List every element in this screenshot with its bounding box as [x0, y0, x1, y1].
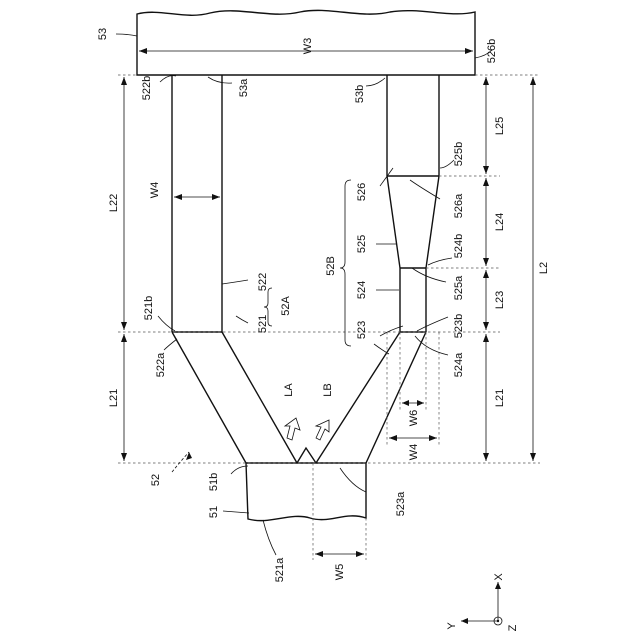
labels: 53 W3 526b 522b 53a 53b L25 525b W4 L22 …	[97, 28, 550, 631]
label-axis-z: Z	[507, 624, 519, 631]
label-525: 525	[356, 235, 368, 253]
label-51: 51	[208, 506, 220, 518]
label-52B: 52B	[325, 256, 337, 276]
label-51b: 51b	[208, 473, 220, 491]
label-526: 526	[356, 183, 368, 201]
label-52: 52	[150, 474, 162, 486]
braces	[264, 180, 351, 346]
label-w4-bottom: W4	[408, 444, 420, 461]
label-l21-left: L21	[108, 389, 120, 407]
dimension-lines	[121, 77, 536, 557]
label-525a: 525a	[453, 275, 465, 300]
label-w3: W3	[302, 38, 314, 55]
label-524a: 524a	[453, 352, 465, 377]
label-522a: 522a	[155, 352, 167, 377]
label-l23: L23	[494, 291, 506, 309]
arrow-la	[285, 418, 300, 440]
label-52A: 52A	[280, 296, 292, 316]
label-522b: 522b	[141, 76, 153, 100]
label-l24: L24	[494, 213, 506, 231]
label-53: 53	[97, 28, 109, 40]
label-w5: W5	[334, 564, 346, 581]
arrow-lb	[316, 420, 329, 440]
label-524b: 524b	[453, 234, 465, 258]
label-l25: L25	[494, 117, 506, 135]
label-526b: 526b	[486, 39, 498, 63]
label-521: 521	[257, 315, 269, 333]
label-la: LA	[283, 383, 295, 397]
label-521a: 521a	[274, 557, 286, 582]
coordinate-axes	[461, 582, 502, 625]
label-523b: 523b	[453, 314, 465, 338]
branch-arms	[172, 332, 426, 463]
label-lb: LB	[322, 383, 334, 396]
label-523a: 523a	[395, 491, 407, 516]
label-526a: 526a	[453, 193, 465, 218]
label-l22: L22	[108, 194, 120, 212]
label-524: 524	[356, 281, 368, 299]
label-521b: 521b	[143, 296, 155, 320]
waveguide-52A	[172, 75, 222, 332]
label-axis-y: Y	[446, 622, 458, 630]
label-w4-top: W4	[149, 182, 161, 199]
label-w6: W6	[408, 410, 420, 427]
label-522: 522	[257, 273, 269, 291]
block-51	[246, 463, 366, 560]
label-525b: 525b	[453, 142, 465, 166]
label-53b: 53b	[354, 85, 366, 103]
label-53a: 53a	[238, 78, 250, 97]
label-l2: L2	[538, 262, 550, 274]
label-523: 523	[356, 321, 368, 339]
label-l21-right: L21	[494, 389, 506, 407]
waveguide-52B	[387, 75, 439, 332]
label-axis-x: X	[493, 573, 505, 581]
